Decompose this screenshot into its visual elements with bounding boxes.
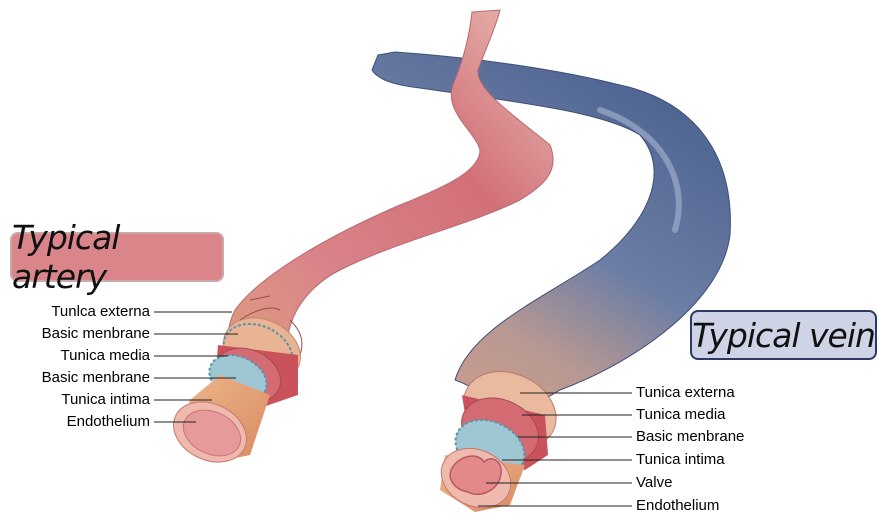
vein-valve	[450, 456, 501, 494]
vein-label-tunica-intima: Tunica intima	[636, 451, 725, 469]
artery-label-basic-membrane-outer: Basic menbrane	[0, 325, 150, 343]
artery-label-tunica-externa: Tunlca externa	[0, 303, 150, 321]
artery-title-badge: Typical artery	[10, 232, 224, 282]
vein-label-endothelium: Endothelium	[636, 497, 719, 515]
vein-illustration	[372, 52, 730, 518]
artery-label-endothelium: Endothelium	[0, 413, 150, 431]
vein-label-tunica-media: Tunica media	[636, 406, 726, 424]
vein-label-basic-membrane: Basic menbrane	[636, 428, 744, 446]
artery-label-tunica-intima: Tunica intima	[0, 391, 150, 409]
vein-title-badge: Typical vein	[690, 310, 877, 360]
artery-title: Typical artery	[12, 218, 222, 296]
vein-label-valve: Valve	[636, 474, 672, 492]
vein-label-tunica-externa: Tunica externa	[636, 384, 735, 402]
vein-title: Typical vein	[692, 316, 875, 355]
artery-label-basic-membrane-inner: Basic menbrane	[0, 369, 150, 387]
artery-label-tunica-media: Tunica media	[0, 347, 150, 365]
